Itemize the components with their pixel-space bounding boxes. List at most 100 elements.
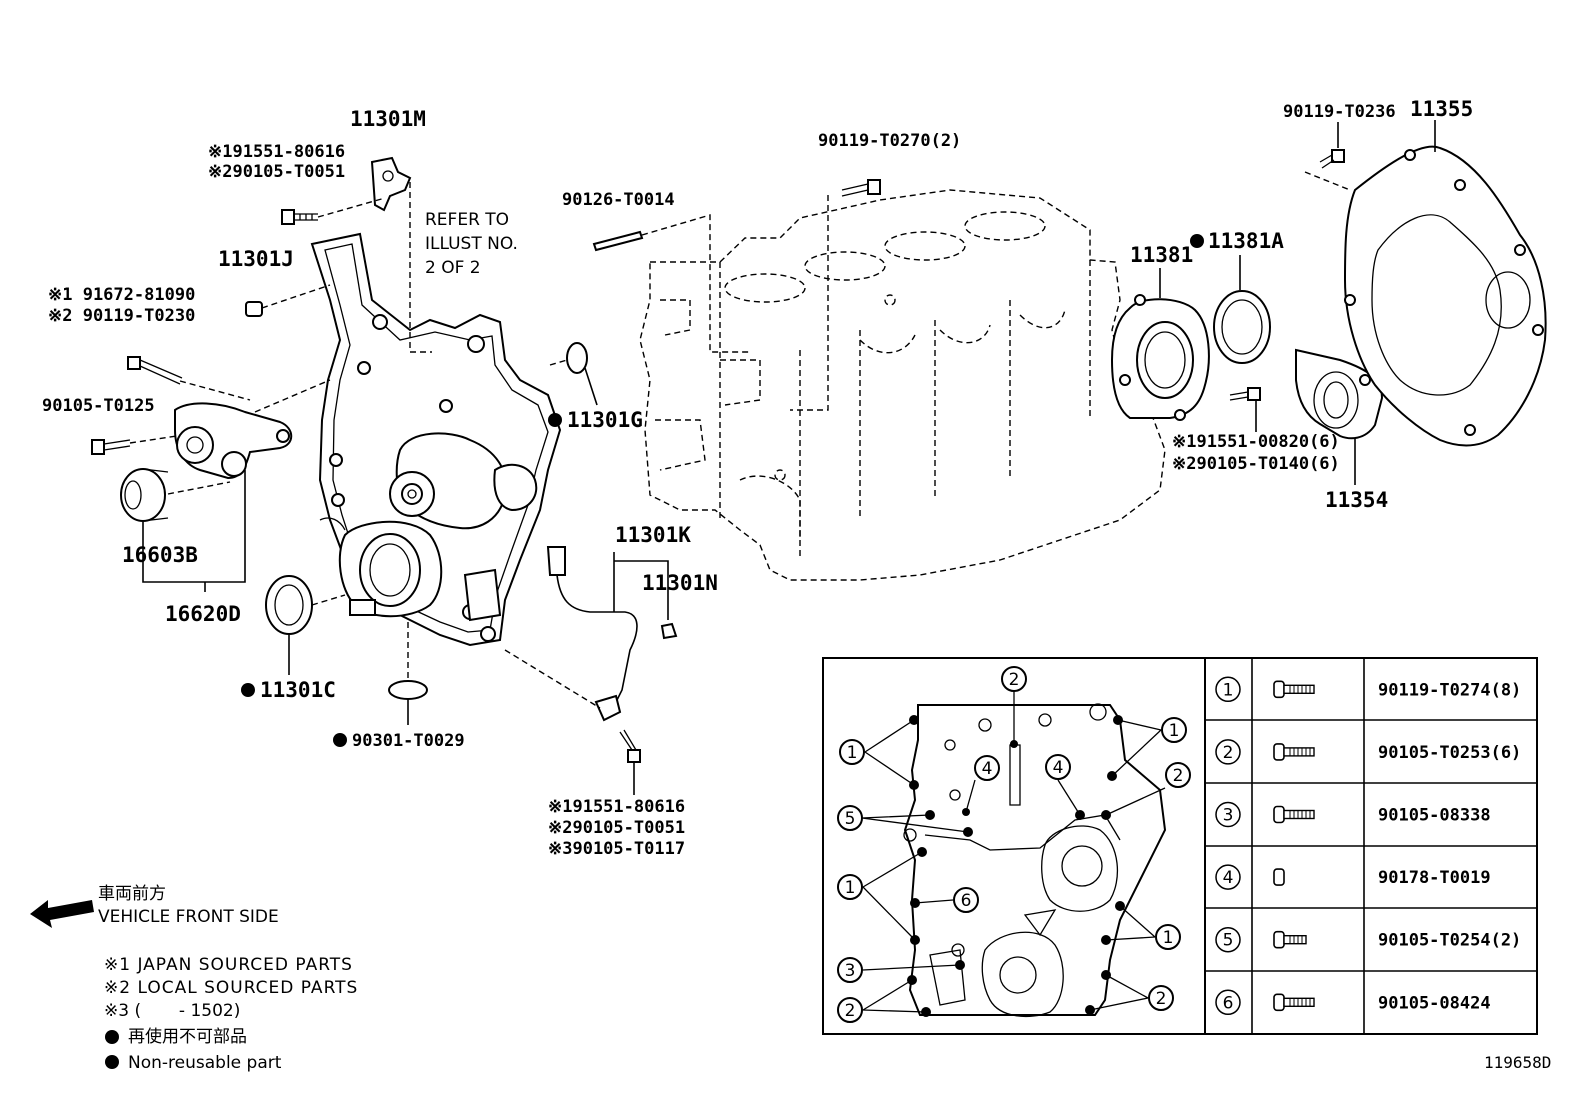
label-sensor-note1: ※191551-80616	[548, 797, 685, 817]
svg-text:1: 1	[845, 878, 856, 898]
inset-callout: 2	[1148, 985, 1174, 1011]
label-seal-note1: ※191551-00820(6)	[1172, 432, 1340, 452]
bolt-table-row: 6 90105-08424	[1215, 989, 1491, 1016]
inset-callout: 2	[1001, 666, 1027, 692]
v-belt-tensioner	[174, 402, 293, 480]
long-bolt-icon	[1273, 993, 1315, 1012]
label-90126-T0014: 90126-T0014	[562, 190, 675, 210]
svg-text:2: 2	[1173, 766, 1184, 786]
idler-pulley	[120, 468, 169, 522]
inset-callout: 1	[839, 739, 865, 765]
bolt-number: 2	[1223, 743, 1234, 763]
label-11301G: 11301G	[567, 408, 643, 432]
label-11301M-note2: ※290105-T0051	[208, 162, 345, 182]
label-11301C: 11301C	[260, 678, 336, 702]
svg-text:2: 2	[1009, 670, 1020, 690]
svg-text:1: 1	[1169, 721, 1180, 741]
timing-chain-cover	[310, 232, 562, 647]
o-ring-lower	[388, 680, 428, 700]
bolt-number-circle	[1215, 676, 1241, 703]
bolt-number: 4	[1223, 868, 1234, 888]
cylinder-block-outline	[639, 189, 1166, 581]
nut-11301J	[245, 301, 263, 317]
legend-nonreuse-en: Non-reusable part	[128, 1053, 282, 1073]
inset-callout: 2	[837, 997, 863, 1023]
bolt-number: 1	[1223, 680, 1234, 700]
rear-oil-seal-retainer	[1110, 294, 1210, 421]
label-90105-T0125: 90105-T0125	[42, 396, 155, 416]
bolt-part-number: 90105-08338	[1378, 806, 1491, 826]
sensor-bolt-lower	[619, 729, 641, 763]
svg-text:5: 5	[845, 809, 856, 829]
bolt-table-row: 1 90119-T0274(8)	[1215, 676, 1521, 703]
svg-text:3: 3	[845, 961, 856, 981]
sensor-bolt	[281, 209, 318, 225]
refer-note-line1: REFER TO	[425, 210, 509, 230]
refer-note-line2: ILLUST NO.	[425, 234, 518, 254]
bolt-number: 3	[1223, 806, 1234, 826]
legend-note1: ※1 JAPAN SOURCED PARTS	[104, 955, 353, 975]
bolt-number: 6	[1223, 993, 1234, 1013]
non-reusable-dot-icon	[105, 1055, 119, 1069]
nut-icon	[1273, 868, 1285, 886]
svg-text:4: 4	[982, 759, 993, 779]
cam-position-sensor	[370, 156, 412, 212]
plate-bolt	[1319, 149, 1345, 169]
vehicle-front-en: VEHICLE FRONT SIDE	[98, 907, 279, 927]
svg-text:4: 4	[1053, 758, 1064, 778]
stud-bolt	[592, 230, 644, 252]
bolt-part-number: 90105-08424	[1378, 993, 1491, 1013]
label-90119-T0230: ※2 90119-T0230	[48, 306, 195, 326]
bolt-number-circle	[1215, 926, 1241, 953]
inset-callout: 1	[837, 874, 863, 900]
label-90301-T0029: 90301-T0029	[352, 731, 465, 751]
retainer-bolt	[1229, 387, 1261, 401]
inset-callout: 3	[837, 957, 863, 983]
bolt-number-circle	[1215, 739, 1241, 765]
bolt-part-number: 90178-T0019	[1378, 868, 1491, 888]
bolt-number-circle	[1215, 801, 1241, 828]
block-bolt	[841, 179, 881, 197]
bolt-number-circle	[1215, 864, 1241, 890]
inset-callout: 1	[1155, 924, 1181, 950]
bolt-part-number: 90119-T0274(8)	[1378, 680, 1521, 700]
inset-callout: 2	[1165, 762, 1191, 788]
non-reusable-dot-icon	[241, 683, 255, 697]
long-bolt-icon	[1273, 743, 1315, 761]
bolt-number-circle	[1215, 989, 1241, 1016]
end-plate	[1343, 145, 1547, 447]
bolt-table-row: 4 90178-T0019	[1215, 864, 1491, 890]
label-16603B: 16603B	[122, 543, 198, 567]
bolt-number: 5	[1223, 931, 1234, 951]
non-reusable-dot-icon	[548, 413, 562, 427]
bolt-table-row: 3 90105-08338	[1215, 801, 1491, 828]
label-sensor-note2: ※290105-T0051	[548, 818, 685, 838]
crankshaft-front-oil-seal	[265, 575, 313, 635]
svg-text:2: 2	[1156, 989, 1167, 1009]
label-11301M: 11301M	[350, 107, 426, 131]
label-11301N: 11301N	[642, 571, 718, 595]
refer-note-line3: 2 OF 2	[425, 258, 481, 278]
rear-oil-seal	[1213, 290, 1271, 364]
label-16620D: 16620D	[165, 602, 241, 626]
figure-id: 119658D	[1484, 1053, 1551, 1072]
legend-note3: ※3 ( - 1502)	[104, 1001, 240, 1021]
label-sensor-note3: ※390105-T0117	[548, 839, 685, 859]
label-90119-T0236: 90119-T0236	[1283, 102, 1396, 122]
inset-callout: 4	[974, 755, 1000, 781]
non-reusable-dot-icon	[105, 1030, 119, 1044]
legend-nonreuse-jp: 再使用不可部品	[128, 1026, 247, 1047]
legend-note2: ※2 LOCAL SOURCED PARTS	[104, 978, 358, 998]
svg-text:6: 6	[961, 891, 972, 911]
bolt-location-inset: 2 1 1 4 4 2 5 1 6 1 3 2 2	[822, 657, 1538, 1035]
label-11355: 11355	[1410, 97, 1473, 121]
vehicle-front-jp: 車両前方	[98, 884, 166, 904]
label-11381A: 11381A	[1208, 229, 1284, 253]
o-ring-upper	[566, 342, 588, 374]
long-bolt	[127, 356, 183, 385]
svg-text:2: 2	[845, 1001, 856, 1021]
inset-callout: 6	[953, 887, 979, 913]
